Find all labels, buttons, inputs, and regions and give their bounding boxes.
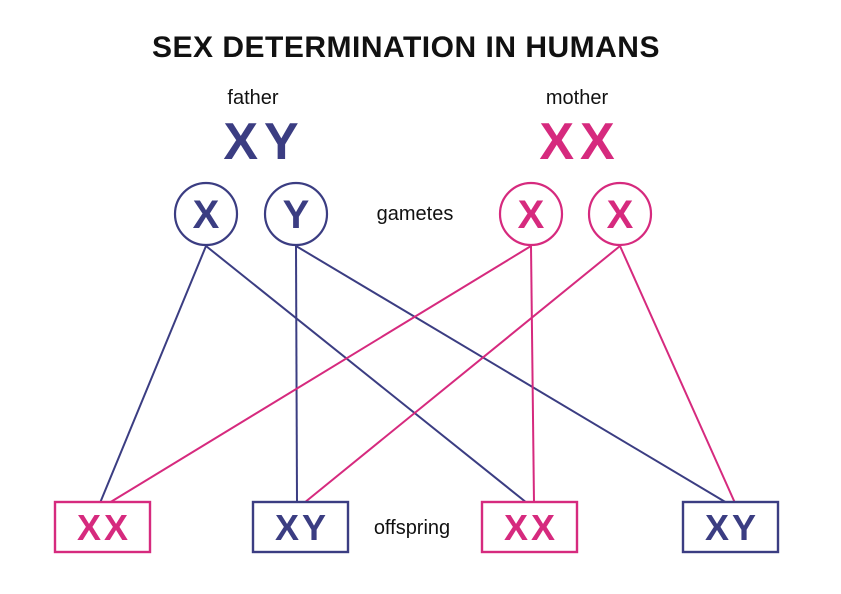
gamete-circle-father-y — [263, 181, 329, 247]
gamete-letter-mother-x2: X — [607, 193, 634, 237]
edge-mother-x1-offspring-3 — [530, 245, 535, 504]
offspring-box-4 — [681, 500, 780, 554]
edge-mother-x2-offspring-4 — [619, 245, 736, 504]
edge-mother-x2-offspring-2 — [303, 245, 621, 504]
offspring-box-1 — [53, 500, 152, 554]
offspring-box-3 — [480, 500, 579, 554]
offspring-label: offspring — [374, 517, 450, 539]
father-label: father — [227, 87, 278, 109]
edge-father-y-offspring-2 — [295, 245, 298, 504]
edge-father-x-offspring-3 — [205, 245, 528, 504]
title: SEX DETERMINATION IN HUMANS — [152, 31, 660, 64]
offspring-genotype-4: XY — [705, 507, 759, 548]
gamete-letter-mother-x1: X — [518, 193, 545, 237]
mother-genotype: XX — [539, 113, 620, 171]
gamete-letter-father-x: X — [193, 193, 220, 237]
gamete-circle-father-x — [173, 181, 239, 247]
mother-label: mother — [546, 87, 609, 109]
edge-father-x-offspring-1 — [99, 245, 207, 504]
father-genotype: XY — [223, 113, 304, 171]
edge-father-y-offspring-4 — [295, 245, 728, 504]
offspring-genotype-3: XX — [504, 507, 558, 548]
gamete-circle-mother-x1 — [498, 181, 564, 247]
offspring-genotype-2: XY — [275, 507, 329, 548]
gamete-circle-mother-x2 — [587, 181, 653, 247]
offspring-box-2 — [251, 500, 350, 554]
gamete-letter-father-y: Y — [283, 193, 310, 237]
edges — [99, 245, 736, 504]
gametes-label: gametes — [377, 203, 454, 225]
offspring-genotype-1: XX — [77, 507, 131, 548]
edge-mother-x1-offspring-1 — [108, 245, 532, 504]
